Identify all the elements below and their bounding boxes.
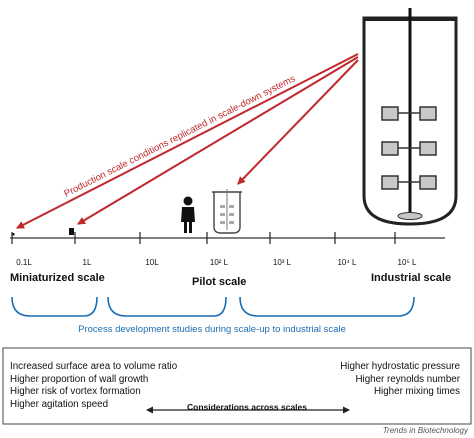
small-flask-icon (69, 228, 74, 235)
pilot-vessel-icon (212, 189, 242, 234)
microwell-icon (12, 233, 15, 236)
list-item: Higher mixing times (373, 386, 460, 397)
process-development-label: Process development studies during scale… (78, 324, 346, 335)
volume-axis-ticks: 0.1L 1L 10L 10² L 10³ L 10⁴ L 10⁵ L (11, 232, 417, 267)
list-item: Higher reynolds number (355, 373, 460, 385)
considerations-label: Considerations across scales (186, 402, 307, 412)
list-item: Increased surface area to volume ratio (10, 361, 178, 372)
process-development-brackets (11, 296, 415, 317)
small-scale-considerations: Increased surface area to volume ratio H… (10, 361, 177, 411)
large-scale-considerations: Higher hydrostatic pressure Higher reyno… (340, 361, 460, 399)
axis-tick-label: 1L (83, 258, 92, 267)
axis-tick-label: 10⁴ L (337, 258, 357, 267)
axis-tick-label: 10³ L (273, 258, 292, 267)
miniaturized-scale-label: Miniaturized scale (10, 272, 105, 284)
list-item: Higher hydrostatic pressure (340, 361, 460, 372)
pilot-scale-label: Pilot scale (192, 276, 246, 288)
list-item: Higher proportion of wall growth (10, 373, 149, 385)
person-icon (181, 196, 195, 233)
journal-label: Trends in Biotechnology (382, 426, 468, 435)
industrial-bioreactor-icon (362, 8, 458, 226)
axis-tick-label: 10² L (210, 258, 229, 267)
list-item: Higher risk of vortex formation (10, 386, 141, 397)
scale-down-arrows (16, 53, 359, 229)
scale-down-label: Production scale conditions replicated i… (62, 73, 297, 200)
industrial-scale-label: Industrial scale (371, 272, 451, 284)
axis-tick-label: 0.1L (16, 258, 32, 267)
axis-tick-label: 10⁵ L (398, 258, 417, 267)
considerations-box (2, 347, 472, 425)
axis-tick-label: 10L (145, 258, 159, 267)
list-item: Higher agitation speed (10, 398, 109, 410)
